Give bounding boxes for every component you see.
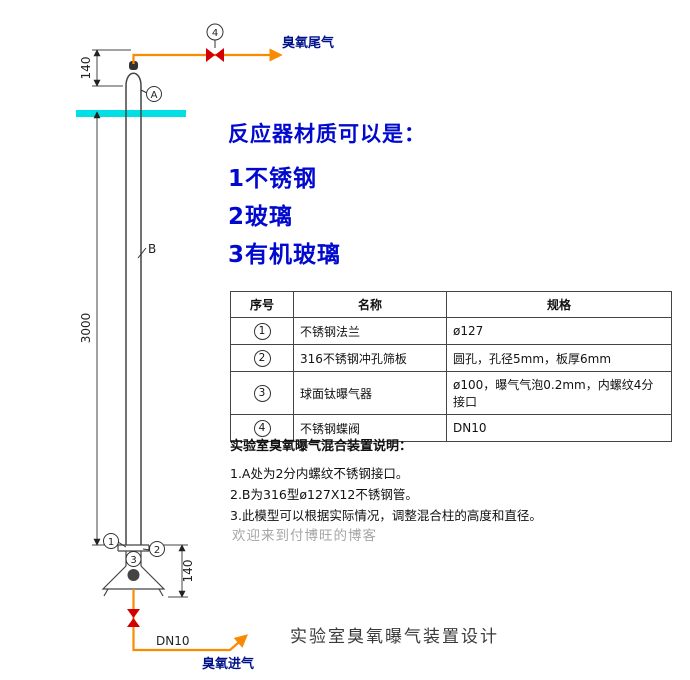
item-spec: 圆孔，孔径5mm，板厚6mm	[446, 344, 672, 372]
column-dome-top	[125, 72, 142, 87]
balloon-3	[125, 551, 142, 567]
ozone-inlet-label: 臭氧进气	[202, 656, 254, 672]
label-a-leader	[140, 89, 148, 94]
balloon-2	[149, 541, 165, 557]
balloon-2-leader	[142, 548, 151, 551]
note-item-1: 1.A处为2分内螺纹不锈钢接口。	[230, 466, 409, 481]
item-name: 316不锈钢冲孔筛板	[293, 344, 447, 372]
inlet-pipe-size-label: DN10	[156, 634, 190, 648]
material-note-title: 反应器材质可以是：	[228, 122, 426, 146]
reactor-column	[125, 72, 142, 545]
table-row: 1 不锈钢法兰 ø127	[230, 317, 672, 345]
inlet-pipe	[132, 589, 248, 652]
material-option-3: 3有机玻璃	[228, 242, 342, 268]
item-number-balloon: 1	[253, 322, 271, 340]
item-number-balloon: 4	[253, 419, 271, 437]
dimension-top-140	[92, 49, 131, 87]
blog-watermark: 欢迎来到付博旺的博客	[232, 528, 377, 544]
item-name: 不锈钢法兰	[293, 317, 447, 345]
diagram-caption: 实验室臭氧曝气装置设计	[290, 627, 499, 647]
table-row: 3 球面钛曝气器 ø100，曝气气泡0.2mm，内螺纹4分接口	[230, 371, 672, 415]
parts-table-header-row: 序号 名称 规格	[230, 291, 672, 318]
dimension-3000	[92, 111, 123, 546]
balloon-1	[103, 533, 119, 549]
item-spec: DN10	[446, 414, 672, 442]
balloon-2-number: 2	[154, 545, 160, 556]
dim-column-label: 3000	[79, 313, 93, 344]
parts-table: 序号 名称 规格 1 不锈钢法兰 ø127 2 316不锈钢冲孔筛板 圆孔，孔径…	[230, 291, 672, 442]
item-number-balloon: 2	[253, 349, 271, 367]
dim-top-label: 140	[79, 57, 93, 80]
exhaust-pipe	[132, 48, 283, 64]
header-no: 序号	[230, 291, 294, 318]
note-item-2: 2.B为316型ø127X12不锈钢管。	[230, 487, 418, 502]
balloon-4-top	[206, 23, 224, 41]
label-b: B	[148, 242, 156, 256]
material-note: 反应器材质可以是： 1不锈钢 2玻璃 3有机玻璃	[228, 118, 426, 274]
item-name: 球面钛曝气器	[293, 371, 447, 415]
water-level-line	[76, 110, 186, 117]
notes-title: 实验室臭氧曝气混合装置说明：	[230, 439, 413, 454]
material-option-2: 2玻璃	[228, 204, 294, 230]
header-name: 名称	[293, 291, 447, 318]
item-spec: ø100，曝气气泡0.2mm，内螺纹4分接口	[446, 371, 672, 415]
label-b-leader	[137, 247, 147, 259]
top-nozzle-cap	[129, 61, 138, 70]
bottom-butterfly-valve	[127, 609, 140, 627]
balloon-3-number: 3	[130, 555, 136, 566]
balloon-1-number: 1	[108, 537, 114, 548]
device-notes: 实验室臭氧曝气混合装置说明： 1.A处为2分内螺纹不锈钢接口。 2.B为316型…	[230, 435, 542, 526]
item-spec: ø127	[446, 317, 672, 345]
header-spec: 规格	[446, 291, 672, 318]
aerator-ball	[127, 569, 140, 581]
top-butterfly-valve	[206, 48, 224, 62]
table-row: 4 不锈钢蝶阀 DN10	[230, 414, 672, 442]
item-number-balloon: 3	[253, 384, 271, 402]
material-option-1: 1不锈钢	[228, 166, 318, 192]
note-item-3: 3.此模型可以根据实际情况，调整混合柱的高度和直径。	[230, 508, 542, 523]
balloon-4-top-number: 4	[212, 28, 218, 39]
table-row: 2 316不锈钢冲孔筛板 圆孔，孔径5mm，板厚6mm	[230, 344, 672, 372]
label-a: A	[151, 90, 158, 101]
balloon-1-leader	[117, 541, 127, 548]
dim-bottom-label: 140	[181, 560, 195, 583]
label-a-circle	[146, 86, 162, 102]
item-name: 不锈钢蝶阀	[293, 414, 447, 442]
ozone-exhaust-label: 臭氧尾气	[282, 35, 334, 51]
